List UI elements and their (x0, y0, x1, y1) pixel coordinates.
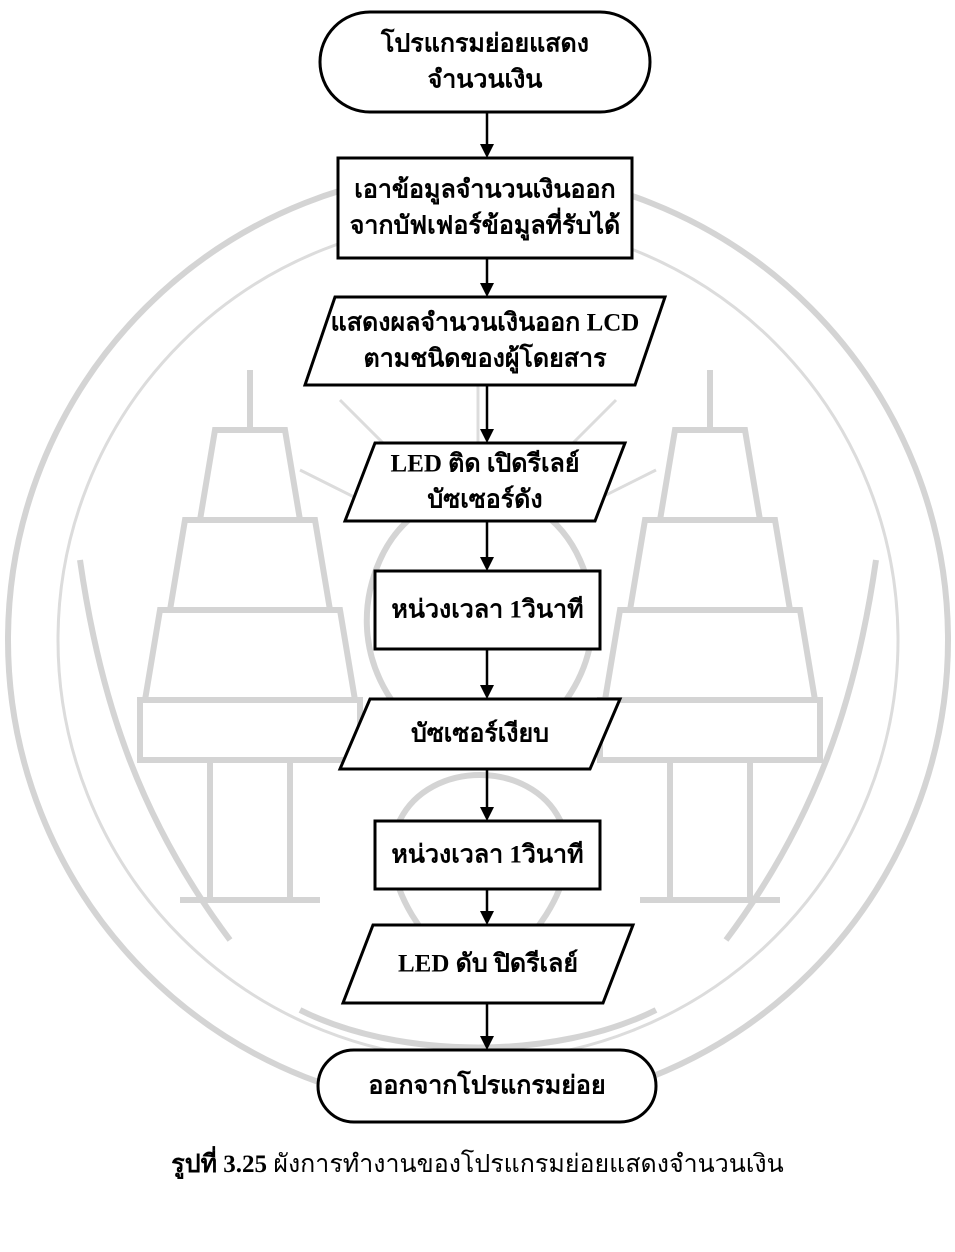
node-display: แสดงผลจำนวนเงินออก LCD ตามชนิดของผู้โดยสา… (302, 295, 668, 387)
node-delay-2: หน่วงเวลา 1วินาที (373, 819, 602, 891)
node-label: ออกจากโปรแกรมย่อย (368, 1070, 605, 1100)
node-label: จากบัฟเฟอร์ข้อมูลที่รับได้ (350, 208, 621, 242)
node-label: บัซเซอร์ดัง (427, 485, 542, 514)
flowchart-nodes: โปรแกรมย่อยแสดงจำนวนเงินเอาข้อมูลจำนวนเง… (302, 10, 668, 1124)
node-label: LED ติด เปิดรีเลย์ (391, 449, 580, 478)
io-shape (302, 295, 668, 387)
figure-title: ผังการทำงานของโปรแกรมย่อยแสดงจำนวนเงิน (273, 1151, 784, 1178)
node-label: โปรแกรมย่อยแสดง (380, 28, 589, 58)
arrowhead (480, 557, 494, 571)
node-label: บัซเซอร์เงียบ (411, 719, 549, 748)
arrowhead (480, 283, 494, 297)
node-label: จำนวนเงิน (428, 67, 543, 94)
io-shape (340, 923, 636, 1005)
node-fetch: เอาข้อมูลจำนวนเงินออกจากบัฟเฟอร์ข้อมูลที… (336, 156, 634, 260)
node-delay-1: หน่วงเวลา 1วินาที (373, 569, 602, 651)
arrowhead (480, 911, 494, 925)
process-shape (373, 569, 602, 651)
node-led-on: LED ติด เปิดรีเลย์บัซเซอร์ดัง (342, 441, 628, 523)
terminator-shape (318, 10, 652, 114)
node-label: LED ดับ ปิดรีเลย์ (398, 949, 578, 978)
node-led-off: LED ดับ ปิดรีเลย์ (340, 923, 636, 1005)
node-label: แสดงผลจำนวนเงินออก LCD (331, 310, 640, 337)
node-start: โปรแกรมย่อยแสดงจำนวนเงิน (318, 10, 652, 114)
arrowhead (480, 429, 494, 443)
node-buzzer-off: บัซเซอร์เงียบ (337, 697, 623, 771)
terminator-shape (316, 1048, 658, 1124)
node-label: ตามชนิดของผู้โดยสาร (363, 343, 607, 375)
flowchart-connectors (480, 112, 494, 1050)
arrowhead (480, 1036, 494, 1050)
arrowhead (480, 807, 494, 821)
node-label: เอาข้อมูลจำนวนเงินออก (354, 176, 615, 206)
node-end: ออกจากโปรแกรมย่อย (316, 1048, 658, 1124)
node-label: หน่วงเวลา 1วินาที (391, 841, 583, 869)
figure-number: รูปที่ 3.25 (171, 1151, 268, 1178)
node-label: หน่วงเวลา 1วินาที (391, 596, 583, 624)
io-shape (342, 441, 628, 523)
arrowhead (480, 144, 494, 158)
arrowhead (480, 685, 494, 699)
io-shape (337, 697, 623, 771)
process-shape (336, 156, 634, 260)
process-shape (373, 819, 602, 891)
figure-caption: รูปที่ 3.25 ผังการทำงานของโปรแกรมย่อยแสด… (0, 1144, 955, 1184)
